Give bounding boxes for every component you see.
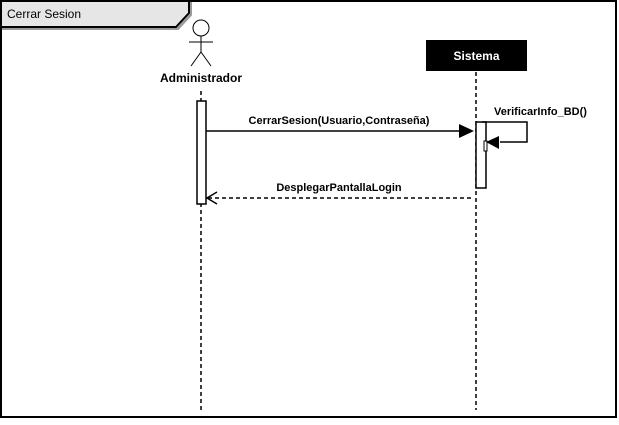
message-desplegar-label: DesplegarPantallaLogin <box>276 182 402 194</box>
actor-administrador <box>189 19 213 67</box>
actor-head-icon <box>192 19 210 37</box>
message-verificar-info-label: VerificarInfo_BD() <box>494 106 587 118</box>
filled-arrowhead-icon <box>486 136 499 149</box>
activation-sistema <box>475 121 487 189</box>
frame-tab: Cerrar Sesion <box>0 0 190 28</box>
activation-administrador <box>196 100 207 205</box>
object-sistema: Sistema <box>426 40 527 71</box>
frame-title: Cerrar Sesion <box>7 7 81 21</box>
message-desplegar-pantalla-login: DesplegarPantallaLogin <box>205 182 474 205</box>
message-cerrar-sesion: CerrarSesion(Usuario,Contraseña) <box>206 115 474 138</box>
actor-administrador-label: Administrador <box>160 71 242 85</box>
open-arrowhead-icon <box>205 191 218 205</box>
object-sistema-label: Sistema <box>453 49 499 63</box>
filled-arrowhead-icon <box>459 124 474 138</box>
message-verificar-info: VerificarInfo_BD() <box>482 106 587 149</box>
message-cerrar-sesion-label: CerrarSesion(Usuario,Contraseña) <box>249 115 430 127</box>
activation-sistema-nested <box>483 140 488 152</box>
